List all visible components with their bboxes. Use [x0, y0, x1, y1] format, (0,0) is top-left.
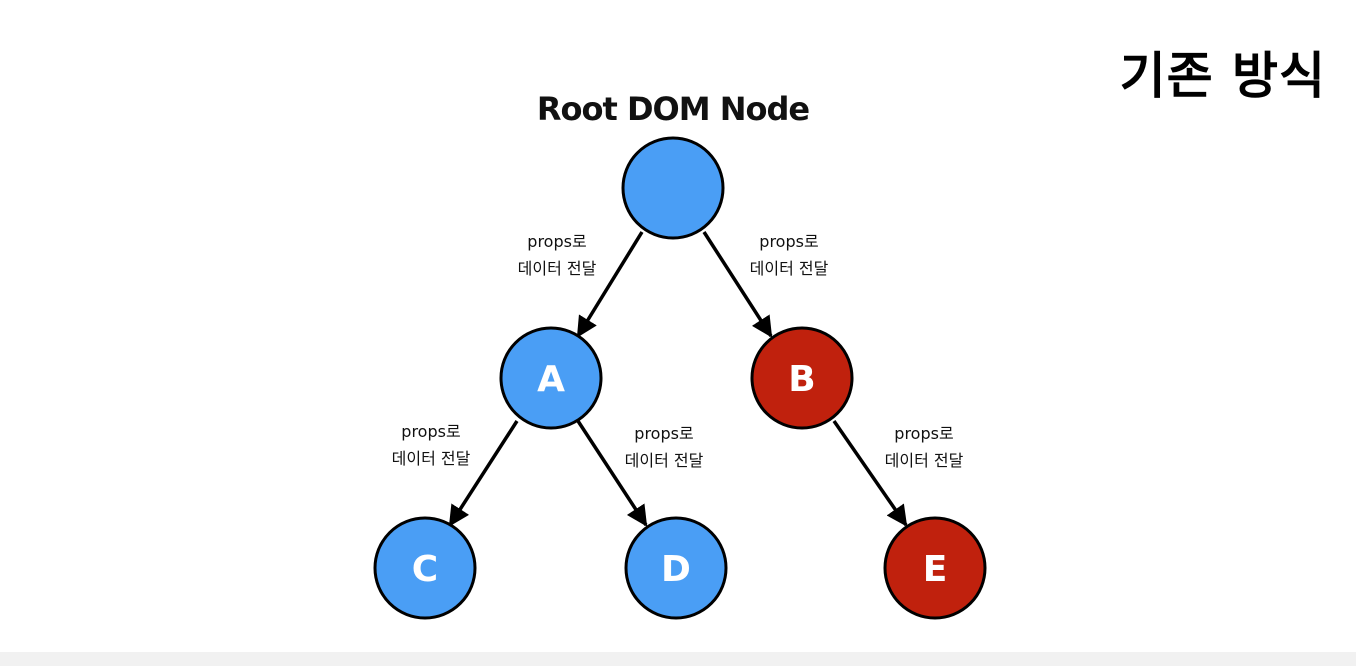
edge-label-line1: props로 — [527, 232, 587, 251]
bottom-band — [0, 652, 1356, 666]
edge-label-line1: props로 — [894, 424, 954, 443]
node-a: A — [499, 326, 603, 430]
edge-label-line1: props로 — [759, 232, 819, 251]
node-e: E — [883, 516, 987, 620]
slide-title: 기존 방식 — [1119, 47, 1326, 105]
node-a-letter: A — [537, 359, 565, 400]
edge-label-root-a: props로 데이터 전달 — [518, 228, 597, 282]
edge-label-line2: 데이터 전달 — [749, 259, 829, 278]
edge-label-line2: 데이터 전달 — [391, 449, 471, 468]
edge-root-to-b — [702, 231, 773, 338]
edge-b-to-e — [832, 420, 908, 527]
edge-label-a-c: props로 데이터 전달 — [392, 418, 471, 472]
node-b: B — [750, 326, 854, 430]
edge-label-a-d: props로 데이터 전달 — [625, 420, 704, 474]
edge-label-line1: props로 — [634, 424, 694, 443]
node-c: C — [373, 516, 477, 620]
edge-label-line2: 데이터 전달 — [517, 259, 597, 278]
edge-root-to-a — [576, 231, 644, 338]
node-c-letter: C — [412, 549, 438, 590]
root-node-label: Root DOM Node — [536, 90, 810, 128]
edge-a-to-d — [576, 420, 648, 527]
edge-label-line2: 데이터 전달 — [884, 451, 964, 470]
edge-label-root-b: props로 데이터 전달 — [750, 228, 829, 282]
edge-a-to-c — [448, 420, 519, 527]
node-e-letter: E — [923, 549, 948, 590]
edge-label-line2: 데이터 전달 — [624, 451, 704, 470]
node-d-letter: D — [661, 549, 691, 590]
node-d: D — [624, 516, 728, 620]
node-root — [621, 136, 725, 240]
edge-label-b-e: props로 데이터 전달 — [885, 420, 964, 474]
edge-label-line1: props로 — [401, 422, 461, 441]
node-b-letter: B — [788, 359, 815, 400]
